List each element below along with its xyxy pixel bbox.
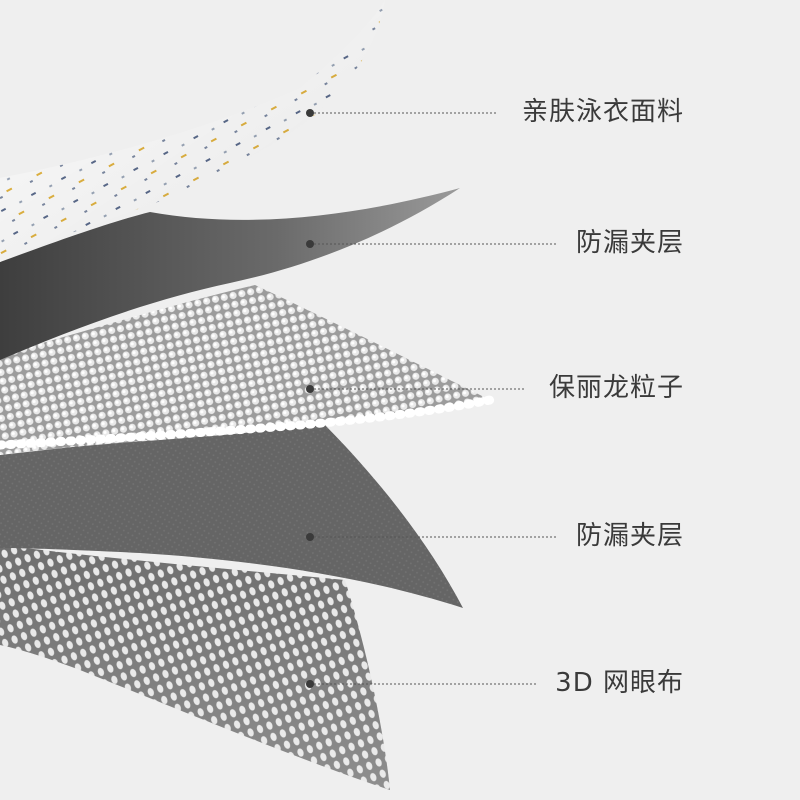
layer-label: 防漏夹层 (575, 228, 684, 258)
leakproof-layer-2 (0, 420, 463, 608)
leader-dot (306, 533, 314, 541)
layer-label: 保丽龙粒子 (548, 373, 684, 403)
leader-dot (306, 385, 314, 393)
printed-fabric-layer (0, 0, 385, 262)
layer-label: 防漏夹层 (575, 521, 684, 551)
leakproof-layer-1 (0, 188, 460, 360)
leader-lines (306, 109, 556, 688)
leader-dot (306, 109, 314, 117)
foam-bead-layer (0, 285, 495, 455)
leader-dot (306, 240, 314, 248)
leader-dot (306, 680, 314, 688)
layer-label: 亲肤泳衣面料 (521, 97, 684, 127)
mesh-fabric-layer (0, 545, 390, 790)
layer-label: 3D 网眼布 (555, 668, 684, 698)
